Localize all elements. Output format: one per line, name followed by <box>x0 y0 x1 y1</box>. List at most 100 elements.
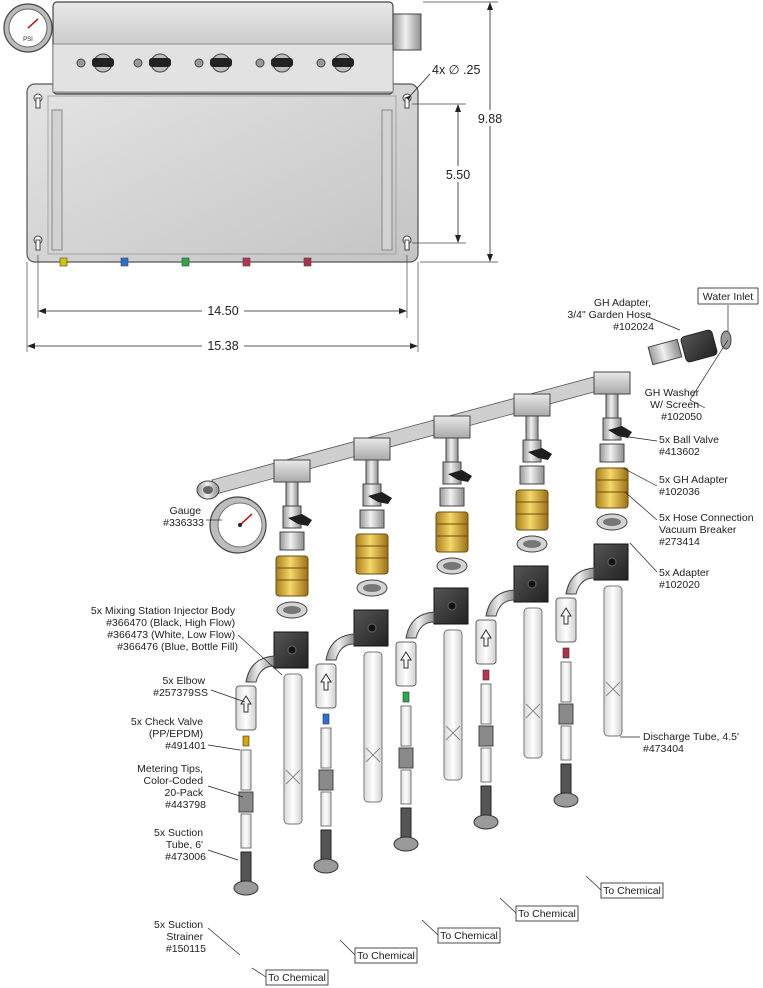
nipple <box>445 437 459 463</box>
dim-height-holes-text: 5.50 <box>446 168 470 182</box>
tee-fitting <box>593 371 631 395</box>
station-5 <box>553 371 632 808</box>
valve-handle-icon <box>332 58 354 67</box>
svg-text:To Chemical: To Chemical <box>518 908 576 920</box>
dim-height-total-text: 9.88 <box>478 112 502 126</box>
injector-port <box>367 623 377 633</box>
strainer-stem <box>560 763 572 795</box>
mount-slot-tl <box>33 93 43 109</box>
tube-twist <box>605 681 621 697</box>
vacuum-breaker-label: 5x Hose Connection Vacuum Breaker #27341… <box>659 512 756 548</box>
adapter-ring-bore <box>283 606 301 614</box>
metering-tips-label: Metering Tips, Color-Coded 20-Pack #4437… <box>137 763 206 811</box>
strainer-foot <box>473 814 499 830</box>
gauge-elbow <box>196 480 220 500</box>
inlet-fitting <box>392 13 422 51</box>
valve-handle-icon <box>92 58 114 67</box>
strainer-stem <box>320 829 332 861</box>
strainer-foot <box>313 858 339 874</box>
dim-hole-callout-text: 4x ∅ .25 <box>432 63 480 77</box>
suction-tube <box>560 661 572 703</box>
back-plate <box>26 83 419 263</box>
gauge-label: Gauge #336333 <box>163 505 204 529</box>
gh-washer-label: GH Washer W/ Screen #102050 <box>645 387 703 423</box>
station-assemblies <box>233 371 632 896</box>
screw-icon <box>76 58 86 68</box>
strainer-foot <box>393 836 419 852</box>
tube-twist <box>285 769 301 785</box>
suction-tube <box>320 727 332 769</box>
adapter-ring-bore <box>603 518 621 526</box>
mount-slot-br <box>402 235 412 251</box>
to-chemical-label-3: To Chemical <box>437 927 501 944</box>
station-3 <box>393 415 472 852</box>
valve-handle-icon <box>271 58 293 67</box>
screw-icon <box>133 58 143 68</box>
adapter-ring-bore <box>523 540 541 548</box>
vacuum-breaker <box>355 533 389 575</box>
dim-height-holes: 5.50 <box>412 103 476 244</box>
nipple <box>605 393 619 419</box>
svg-text:To Chemical: To Chemical <box>268 972 326 984</box>
to-chemical-label-2: To Chemical <box>354 947 418 964</box>
metering-tip <box>242 735 250 747</box>
injector-body-label: 5x Mixing Station Injector Body #366470 … <box>91 605 238 653</box>
discharge-tube <box>283 673 303 825</box>
screw-icon <box>255 58 265 68</box>
discharge-tube <box>443 629 463 781</box>
gh-adapter <box>519 465 545 485</box>
ball-valve-handle-icon <box>528 448 552 460</box>
tee-fitting <box>513 393 551 417</box>
gauge-icon: PSI <box>3 3 53 53</box>
manifold-spine <box>211 371 617 495</box>
strainer-foot <box>233 880 259 896</box>
adapter-label: 5x Adapter #102020 <box>659 567 712 591</box>
injector-port <box>287 645 297 655</box>
dim-width-total: 15.38 <box>26 262 419 354</box>
dim-hole-callout: 4x ∅ .25 <box>405 63 480 101</box>
suction-fitting <box>558 703 574 725</box>
outlet-nub <box>181 257 190 267</box>
ball-valve-handle-icon <box>448 470 472 482</box>
screw-icon <box>316 58 326 68</box>
flow-arrow-icon <box>400 651 412 669</box>
suction-tube <box>400 769 412 805</box>
flow-arrow-icon <box>480 629 492 647</box>
dim-width-holes: 14.50 <box>37 255 408 319</box>
injector-port <box>527 579 537 589</box>
nipple <box>365 459 379 485</box>
injector-port <box>607 557 617 567</box>
top-valves <box>76 53 354 73</box>
suction-fitting <box>238 791 254 813</box>
strainer-stem <box>240 851 252 883</box>
ball-valve-label: 5x Ball Valve #413602 <box>659 434 722 458</box>
adapter-ring-bore <box>363 584 381 592</box>
tee-fitting <box>273 459 311 483</box>
discharge-tube <box>523 607 543 759</box>
dim-height-total: 9.88 <box>420 1 506 263</box>
to-chemical-label-5: To Chemical <box>600 882 664 899</box>
tube-twist <box>445 725 461 741</box>
elbow <box>565 567 595 595</box>
vacuum-breaker <box>275 555 309 597</box>
check-valve <box>555 597 577 643</box>
vacuum-breaker <box>515 489 549 531</box>
strainer-stem <box>400 807 412 839</box>
callout-leaders <box>206 305 729 978</box>
discharge-tube <box>363 651 383 803</box>
suction-tube <box>560 725 572 761</box>
dim-width-holes-text: 14.50 <box>207 304 238 318</box>
elbow <box>245 655 275 683</box>
tee-fitting <box>353 437 391 461</box>
vacuum-breaker <box>435 511 469 553</box>
outlet-nub <box>59 257 68 267</box>
suction-fitting <box>398 747 414 769</box>
front-view: PSI 9.88 5.50 4x ∅ .25 <box>3 1 506 354</box>
suction-fitting <box>478 725 494 747</box>
svg-text:To Chemical: To Chemical <box>357 950 415 962</box>
discharge-tube <box>603 585 623 737</box>
tube-twist <box>365 747 381 763</box>
suction-tube <box>400 705 412 747</box>
station-4 <box>473 393 552 830</box>
